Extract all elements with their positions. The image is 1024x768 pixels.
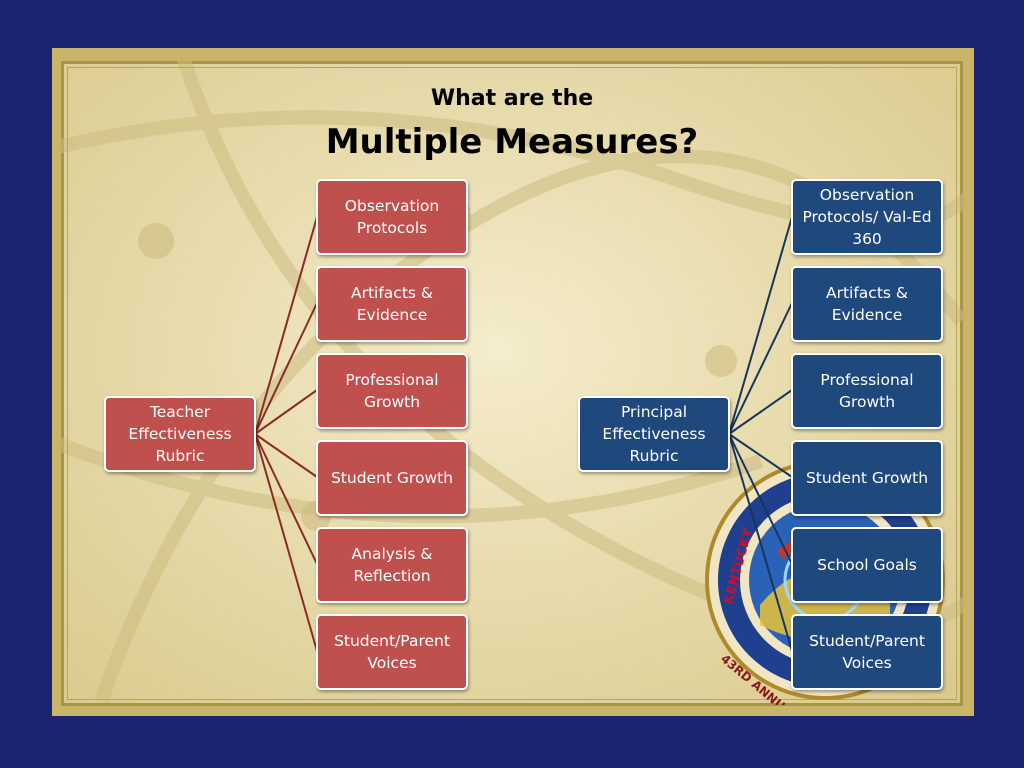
teacher-root-node: Teacher Effectiveness Rubric xyxy=(104,396,256,472)
teacher-connector-lines xyxy=(254,216,318,652)
teacher-item-observation-protocols: Observation Protocols xyxy=(316,179,468,255)
principal-connector-lines xyxy=(728,216,793,652)
teacher-item-student-growth: Student Growth xyxy=(316,440,468,516)
principal-item-student-growth: Student Growth xyxy=(791,440,943,516)
teacher-item-artifacts-evidence: Artifacts & Evidence xyxy=(316,266,468,342)
teacher-item-student-parent-voices: Student/Parent Voices xyxy=(316,614,468,690)
teacher-item-analysis-reflection: Analysis & Reflection xyxy=(316,527,468,603)
principal-root-node: Principal Effectiveness Rubric xyxy=(578,396,730,472)
principal-item-student-parent-voices: Student/Parent Voices xyxy=(791,614,943,690)
principal-item-artifacts-evidence: Artifacts & Evidence xyxy=(791,266,943,342)
teacher-item-professional-growth: Professional Growth xyxy=(316,353,468,429)
principal-item-professional-growth: Professional Growth xyxy=(791,353,943,429)
principal-item-school-goals: School Goals xyxy=(791,527,943,603)
principal-item-observation-protocols: Observation Protocols/ Val-Ed 360 xyxy=(791,179,943,255)
slide-title-line-1: What are the xyxy=(430,86,594,111)
slide-title-line-2: Multiple Measures? xyxy=(325,122,699,162)
